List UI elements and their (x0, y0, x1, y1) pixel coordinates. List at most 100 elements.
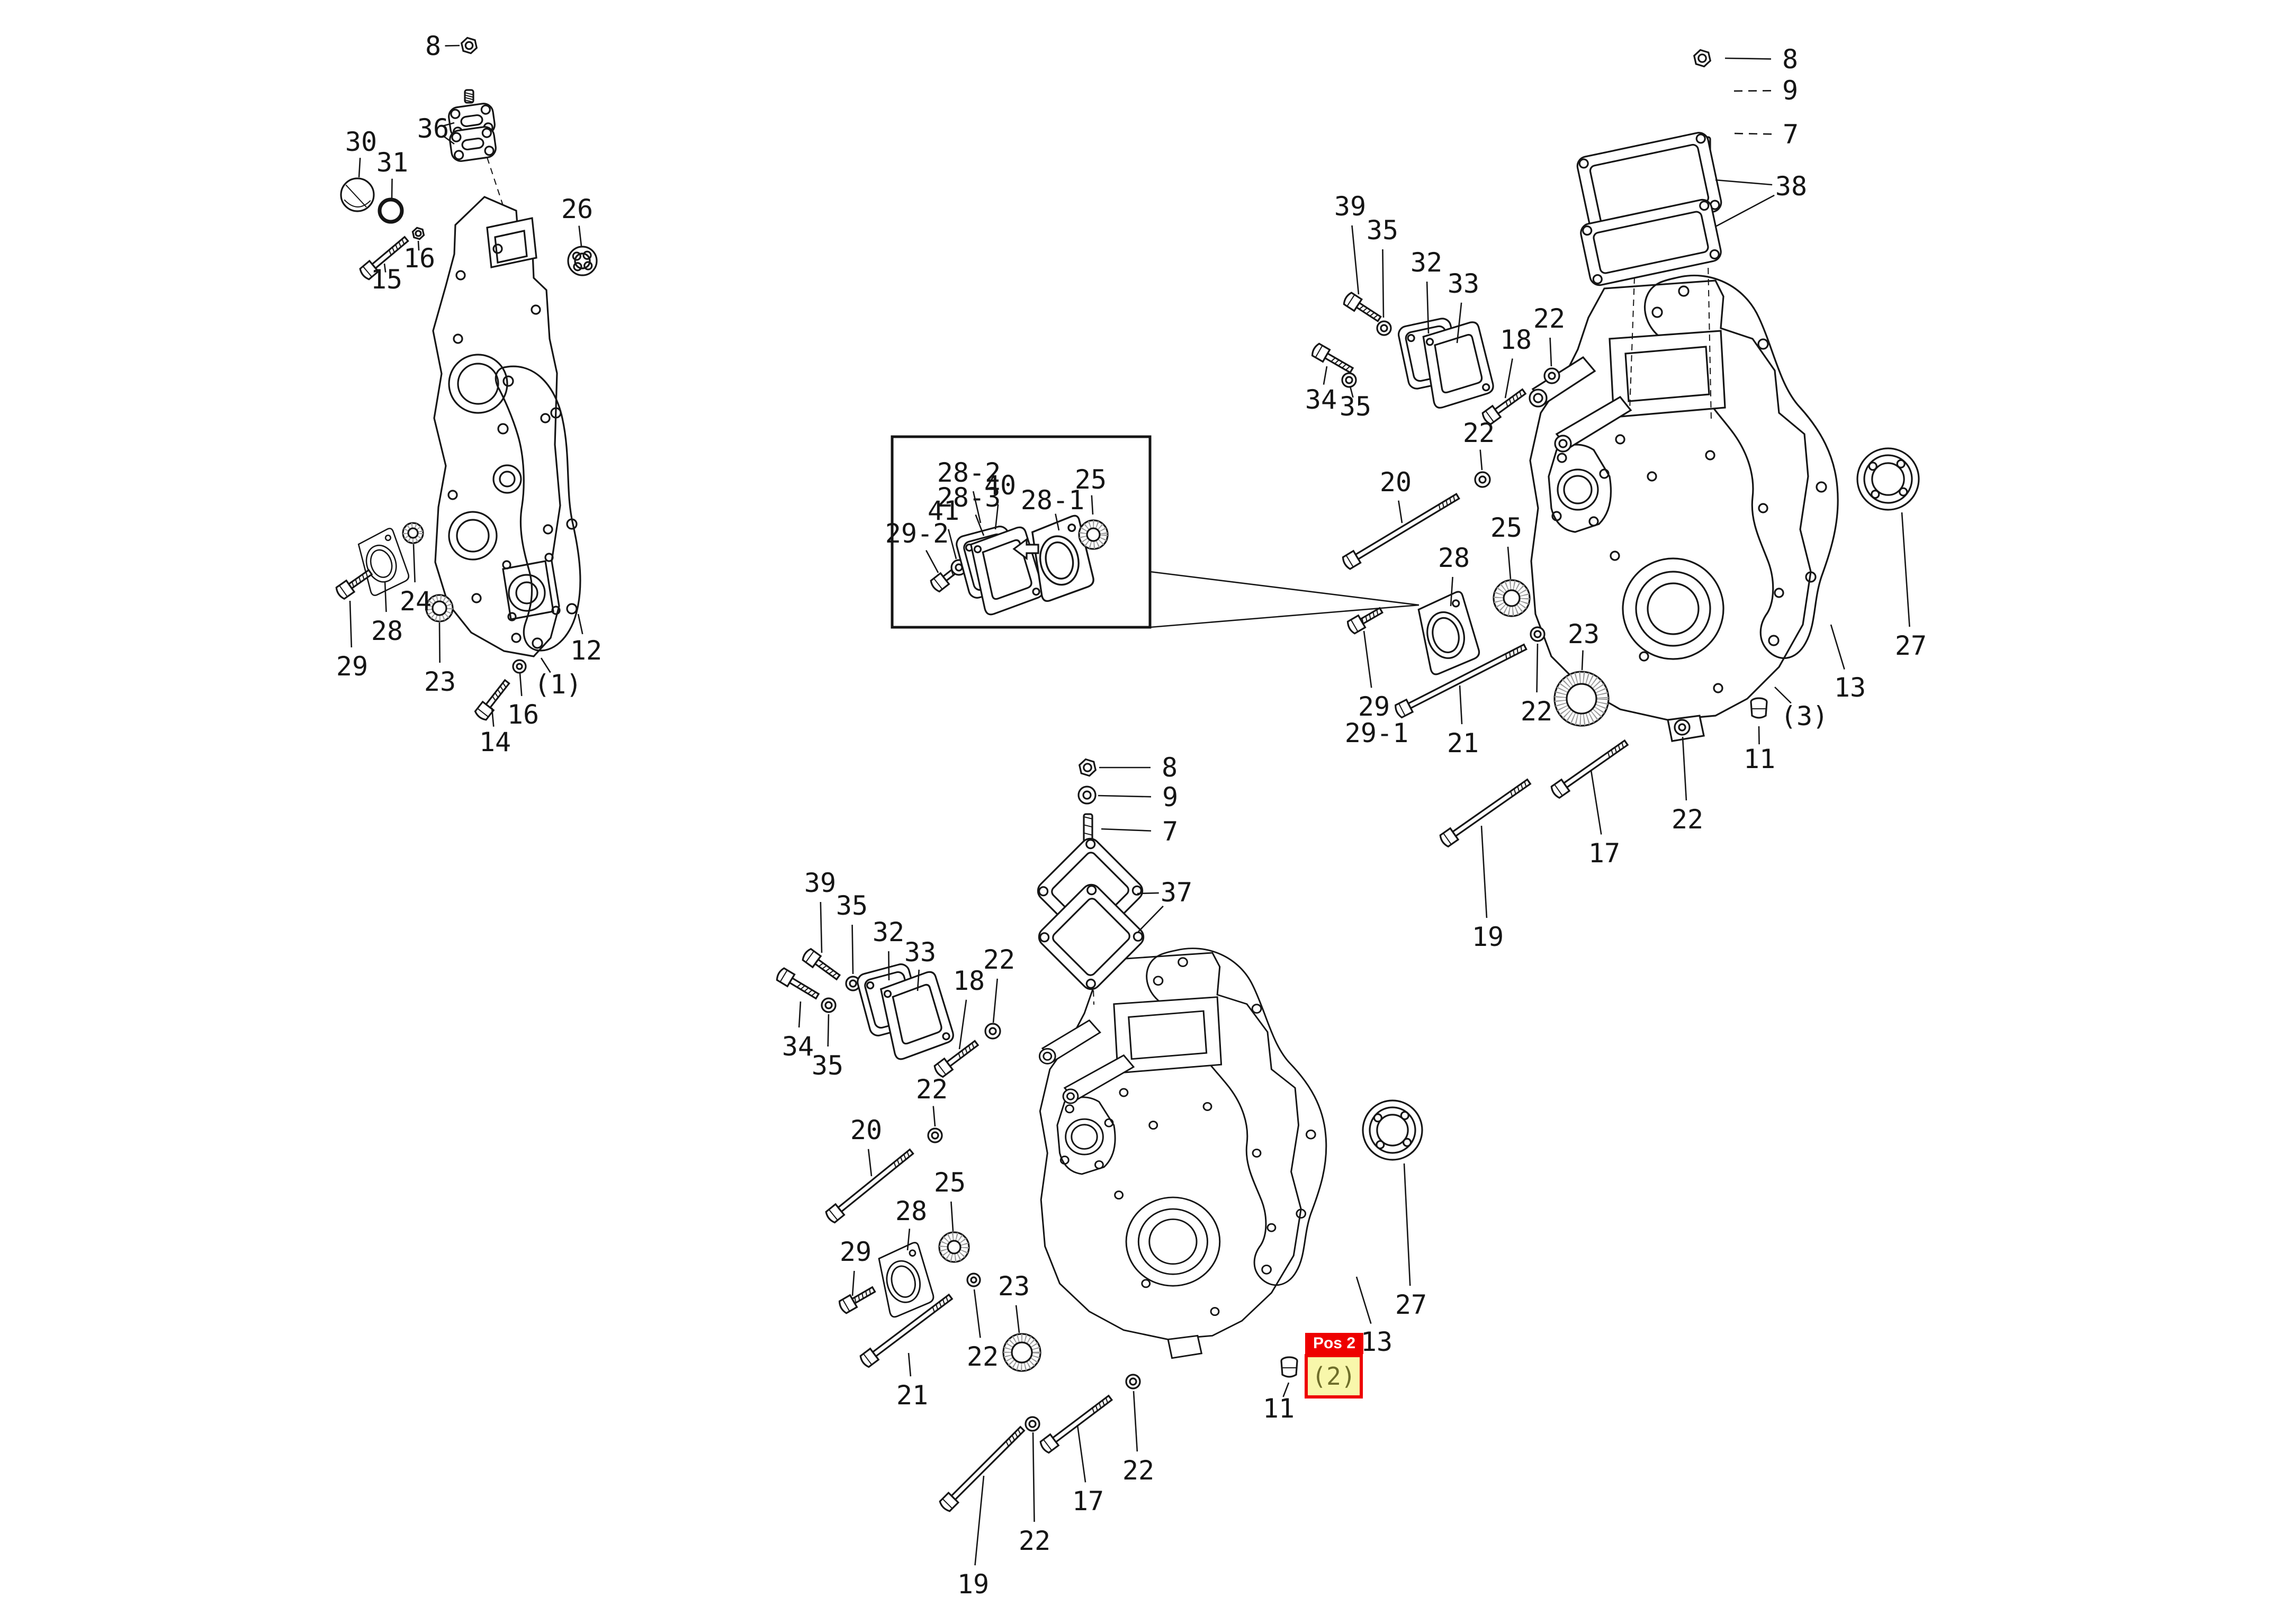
part-callout-assembly-2-25[interactable]: 25 (934, 1167, 966, 1198)
part-callout-assembly-1-28[interactable]: 28 (371, 616, 403, 646)
leader-line-7 (1731, 132, 1772, 135)
leader-line-29 (851, 1270, 855, 1296)
part-callout-assembly-1-30[interactable]: 30 (345, 127, 377, 157)
leader-line-19 (1480, 825, 1488, 918)
part-callout-assembly-3-18[interactable]: 18 (1500, 324, 1532, 355)
part-callout-assembly-2-22[interactable]: 22 (983, 944, 1015, 975)
part-callout-assembly-1-12[interactable]: 12 (570, 635, 602, 666)
part-bolt (335, 569, 373, 600)
part-callout-inset-28-1[interactable]: 28-1 (1021, 485, 1084, 516)
leader-line-23 (1581, 650, 1584, 671)
part-callout-assembly-1-29[interactable]: 29 (336, 651, 368, 682)
part-callout-assembly-1-15[interactable]: 15 (371, 264, 402, 295)
part-callout-inset-28-3[interactable]: 28-3 (937, 482, 1001, 513)
part-callout-assembly-3-29-1[interactable]: 29-1 (1345, 718, 1408, 748)
part-callout-inset-41[interactable]: 41 (928, 495, 959, 526)
part-callout-assembly-2-23[interactable]: 23 (998, 1271, 1030, 1302)
part-callout-assembly-2-28[interactable]: 28 (895, 1196, 927, 1226)
part-callout-assembly-3-27[interactable]: 27 (1895, 630, 1927, 661)
part-callout-assembly-3-33[interactable]: 33 (1448, 268, 1479, 299)
part-plug (1280, 1356, 1298, 1378)
part-callout-assembly-2-22[interactable]: 22 (967, 1341, 999, 1372)
part-callout-assembly-2-22[interactable]: 22 (916, 1074, 948, 1105)
part-callout-assembly-1-36[interactable]: 36 (417, 113, 449, 144)
part-callout-assembly-2-34[interactable]: 34 (782, 1031, 814, 1062)
part-callout-assembly-2-37[interactable]: 37 (1161, 877, 1192, 908)
part-callout-assembly-1-23[interactable]: 23 (424, 666, 456, 697)
part-callout-assembly-3-13[interactable]: 13 (1834, 672, 1866, 703)
part-washer (1530, 626, 1546, 642)
part-callout-assembly-2-22[interactable]: 22 (1122, 1455, 1154, 1486)
part-callout-assembly-3-19[interactable]: 19 (1472, 922, 1504, 952)
part-callout-assembly-3-28[interactable]: 28 (1438, 543, 1470, 573)
part-callout-assembly-3-(3)[interactable]: (3) (1781, 701, 1828, 732)
leader-line-22 (973, 1289, 981, 1338)
part-callout-assembly-2-19[interactable]: 19 (957, 1569, 989, 1600)
leader-line-14 (491, 707, 495, 727)
part-callout-inset-29-2[interactable]: 29-2 (885, 518, 949, 549)
part-callout-assembly-2-9[interactable]: 9 (1162, 782, 1178, 813)
part-callout-assembly-2-35[interactable]: 35 (836, 890, 868, 921)
part-callout-assembly-3-22[interactable]: 22 (1463, 418, 1495, 448)
part-bolt (1395, 643, 1528, 719)
part-callout-assembly-2-21[interactable]: 21 (896, 1380, 928, 1411)
part-callout-assembly-2-18[interactable]: 18 (953, 966, 985, 996)
part-callout-assembly-3-32[interactable]: 32 (1410, 247, 1442, 278)
part-callout-assembly-3-29[interactable]: 29 (1358, 691, 1390, 722)
part-callout-assembly-2-29[interactable]: 29 (840, 1237, 872, 1267)
selected-position-badge[interactable]: Pos 2 (1305, 1333, 1363, 1354)
part-washer (1077, 786, 1097, 805)
part-callout-assembly-2-8[interactable]: 8 (1162, 752, 1178, 783)
part-callout-assembly-3-38[interactable]: 38 (1775, 171, 1807, 202)
part-callout-assembly-3-22[interactable]: 22 (1521, 696, 1552, 727)
part-callout-assembly-2-17[interactable]: 17 (1072, 1486, 1104, 1517)
part-callout-assembly-3-21[interactable]: 21 (1447, 728, 1479, 759)
part-callout-assembly-3-9[interactable]: 9 (1782, 75, 1798, 106)
part-callout-assembly-1-14[interactable]: 14 (479, 727, 511, 757)
part-callout-assembly-3-8[interactable]: 8 (1782, 44, 1798, 75)
assembly-2-housing-drawing (1038, 948, 1327, 1359)
leader-line-20 (867, 1149, 873, 1177)
part-callout-assembly-2-22[interactable]: 22 (1019, 1526, 1050, 1556)
part-bolt (1346, 607, 1383, 635)
part-callout-inset-40[interactable]: 40 (984, 470, 1016, 501)
selected-assembly-box[interactable]: (2) (1305, 1354, 1363, 1399)
part-callout-inset-25[interactable]: 25 (1075, 464, 1107, 495)
part-callout-assembly-3-22[interactable]: 22 (1672, 804, 1703, 835)
part-callout-assembly-1-24[interactable]: 24 (400, 586, 432, 617)
part-callout-assembly-1-31[interactable]: 31 (376, 147, 408, 178)
part-callout-assembly-2-33[interactable]: 33 (904, 937, 936, 968)
leader-line-28-1 (1055, 513, 1060, 531)
part-collar (1031, 515, 1094, 602)
leader-line-39 (820, 901, 823, 953)
part-washer (1543, 367, 1560, 384)
part-callout-assembly-3-11[interactable]: 11 (1744, 744, 1775, 774)
leader-line-8 (1724, 57, 1772, 60)
part-callout-assembly-1-16[interactable]: 16 (403, 243, 435, 274)
leader-line-18 (958, 999, 967, 1050)
part-callout-assembly-1-(1)[interactable]: (1) (534, 669, 582, 700)
part-callout-assembly-2-11[interactable]: 11 (1263, 1393, 1295, 1424)
part-callout-assembly-2-32[interactable]: 32 (873, 917, 904, 948)
part-callout-inset-28-2[interactable]: 28-2 (937, 457, 1001, 488)
part-callout-assembly-2-27[interactable]: 27 (1395, 1289, 1427, 1320)
part-callout-assembly-1-16[interactable]: 16 (507, 699, 539, 730)
part-callout-assembly-3-25[interactable]: 25 (1490, 512, 1522, 543)
part-callout-assembly-3-35[interactable]: 35 (1367, 215, 1398, 246)
part-callout-assembly-3-39[interactable]: 39 (1334, 191, 1366, 222)
part-callout-assembly-2-7[interactable]: 7 (1162, 816, 1178, 847)
part-callout-assembly-3-22[interactable]: 22 (1533, 303, 1565, 334)
part-callout-assembly-1-26[interactable]: 26 (561, 194, 593, 224)
part-callout-assembly-3-23[interactable]: 23 (1568, 619, 1600, 649)
part-callout-assembly-3-35[interactable]: 35 (1340, 391, 1371, 422)
part-callout-assembly-3-34[interactable]: 34 (1305, 384, 1337, 415)
part-callout-assembly-1-8[interactable]: 8 (425, 31, 441, 61)
part-callout-assembly-2-20[interactable]: 20 (850, 1115, 882, 1145)
part-callout-assembly-2-35[interactable]: 35 (812, 1050, 843, 1081)
part-callout-assembly-3-20[interactable]: 20 (1380, 467, 1412, 498)
part-callout-assembly-2-39[interactable]: 39 (804, 868, 836, 898)
part-callout-assembly-2-13[interactable]: 13 (1361, 1327, 1392, 1357)
part-callout-assembly-3-7[interactable]: 7 (1783, 119, 1799, 150)
part-arrowl (1012, 537, 1039, 561)
part-callout-assembly-3-17[interactable]: 17 (1588, 838, 1620, 869)
